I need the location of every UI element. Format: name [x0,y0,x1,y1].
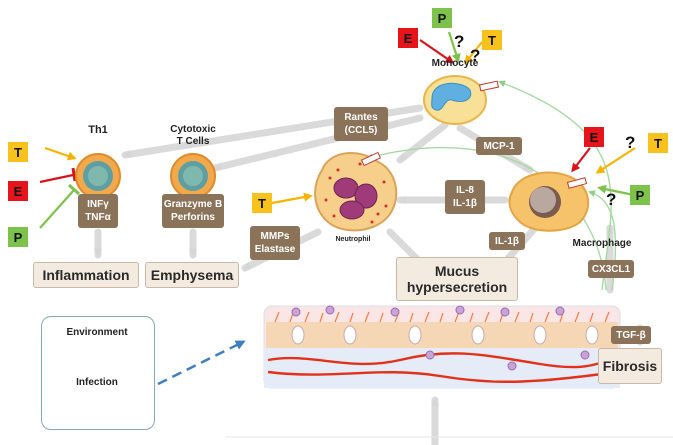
emphysema-label: Emphysema [150,266,234,283]
mcp1-label: MCP-1 [483,140,515,152]
inhibit-E-th1 [39,173,74,184]
emphysema-box: Emphysema [145,262,239,288]
th1-cell [75,153,121,199]
rantes-line-2: (CCL5) [344,125,378,136]
arrow-T-neutrophil [271,192,313,205]
il1b-macrophage-label: IL-1β [495,235,519,247]
neutrophil-label: Neutrophil [335,236,371,243]
unknown-P-monocyte: ? [454,32,465,51]
mucus-line-2: hypersecretion [406,279,508,295]
marker-T-macrophage: T [648,133,668,153]
cytotoxic-line-2: T Cells [176,135,210,147]
il1b-box: IL-1β [489,232,525,250]
arrow-T-th1 [44,146,77,161]
unknown-T-monocyte: ? [470,46,481,65]
monocyte-cell [423,75,500,125]
cytotoxic-label: Cytotoxic T Cells [156,124,230,147]
cx3cl1-box: CX3CL1 [588,260,634,278]
monocyte-receptor [478,80,500,92]
granzyme-label: Granzyme B [163,199,223,210]
cilia [274,311,610,323]
tgfb-label: TGF-β [616,329,646,341]
inhibit-bar-E-th1 [71,167,77,182]
tnfa-label: TNFα [85,212,111,223]
inflammation-label: Inflammation [42,266,130,283]
mcp1-box: MCP-1 [476,137,522,155]
cx3cl1-label: CX3CL1 [591,263,631,275]
environment-label: Environment [66,327,128,338]
neutrophil-receptor [360,151,382,167]
arrow-T-macrophage [595,147,636,174]
drug-arrows [39,31,636,229]
cytotoxic-t-cell [170,153,216,199]
il8-il1b-box: IL-8 IL-1β [445,180,485,214]
arrow-P-monocyte [447,31,461,63]
rantes-line-1: Rantes [344,112,378,123]
arrow-cx3cl1-to-monocyte [498,80,612,291]
monocyte-label: Monocyte [431,58,479,69]
arrow-E-monocyte [419,39,455,64]
marker-T-monocyte: T [482,30,502,50]
infg-label: INFγ [87,199,109,210]
macrophage-receptor [566,177,588,189]
marker-P-th1: P [8,227,28,247]
arrow-P-macrophage [597,184,635,197]
marker-E-monocyte: E [398,28,418,48]
mmps-elastase-box: MMPs Elastase [250,226,300,260]
blood-vessels [267,352,619,383]
environment-infection-box [41,316,155,430]
macrophage-label: Macrophage [572,238,632,249]
marker-E-th1: E [8,181,28,201]
granzyme-perforins-box: Granzyme B Perforins [162,194,224,228]
marker-P-macrophage: P [630,185,650,205]
marker-T-th1: T [8,142,28,162]
elastase-label: Elastase [254,244,296,255]
marker-T-neutrophil: T [252,193,272,213]
airway-tissue [263,305,621,389]
fibrosis-label: Fibrosis [602,357,658,374]
immune-infiltrate [291,305,590,371]
tgfb-box: TGF-β [611,326,651,344]
inhibit-bar-P-th1 [67,183,81,196]
dashed-arrow-environment-to-airway [157,340,246,386]
unknown-P-macrophage: ? [606,190,617,209]
il8-label: IL-8 [456,185,474,196]
epithelial-layer [266,322,618,348]
il1b-label: IL-1β [453,198,477,209]
infg-tnfa-box: INFγ TNFα [78,194,118,228]
goblet-cells [291,325,599,345]
mucus-hypersecretion-box: Mucus hypersecretion [396,257,518,301]
arrow-T-monocyte [464,41,483,65]
marker-E-macrophage: E [584,127,604,147]
mmps-label: MMPs [260,231,290,242]
macrophage-cell [508,171,589,232]
marker-P-monocyte: P [432,8,452,28]
inflammation-box: Inflammation [33,262,139,288]
inhibit-P-th1 [39,189,75,229]
arrow-monocyte-to-neutrophil [396,121,449,164]
unknown-T-macrophage: ? [625,133,636,152]
th1-label: Th1 [88,124,108,136]
cytotoxic-line-1: Cytotoxic [170,124,216,135]
arrow-E-macrophage [571,147,591,173]
perforins-label: Perforins [171,212,215,223]
neutrophil-cell [314,151,398,232]
rantes-box: Rantes (CCL5) [334,107,388,141]
infection-label: Infection [76,377,118,388]
mucus-line-1: Mucus [434,262,480,279]
fibrosis-box: Fibrosis [598,348,662,384]
